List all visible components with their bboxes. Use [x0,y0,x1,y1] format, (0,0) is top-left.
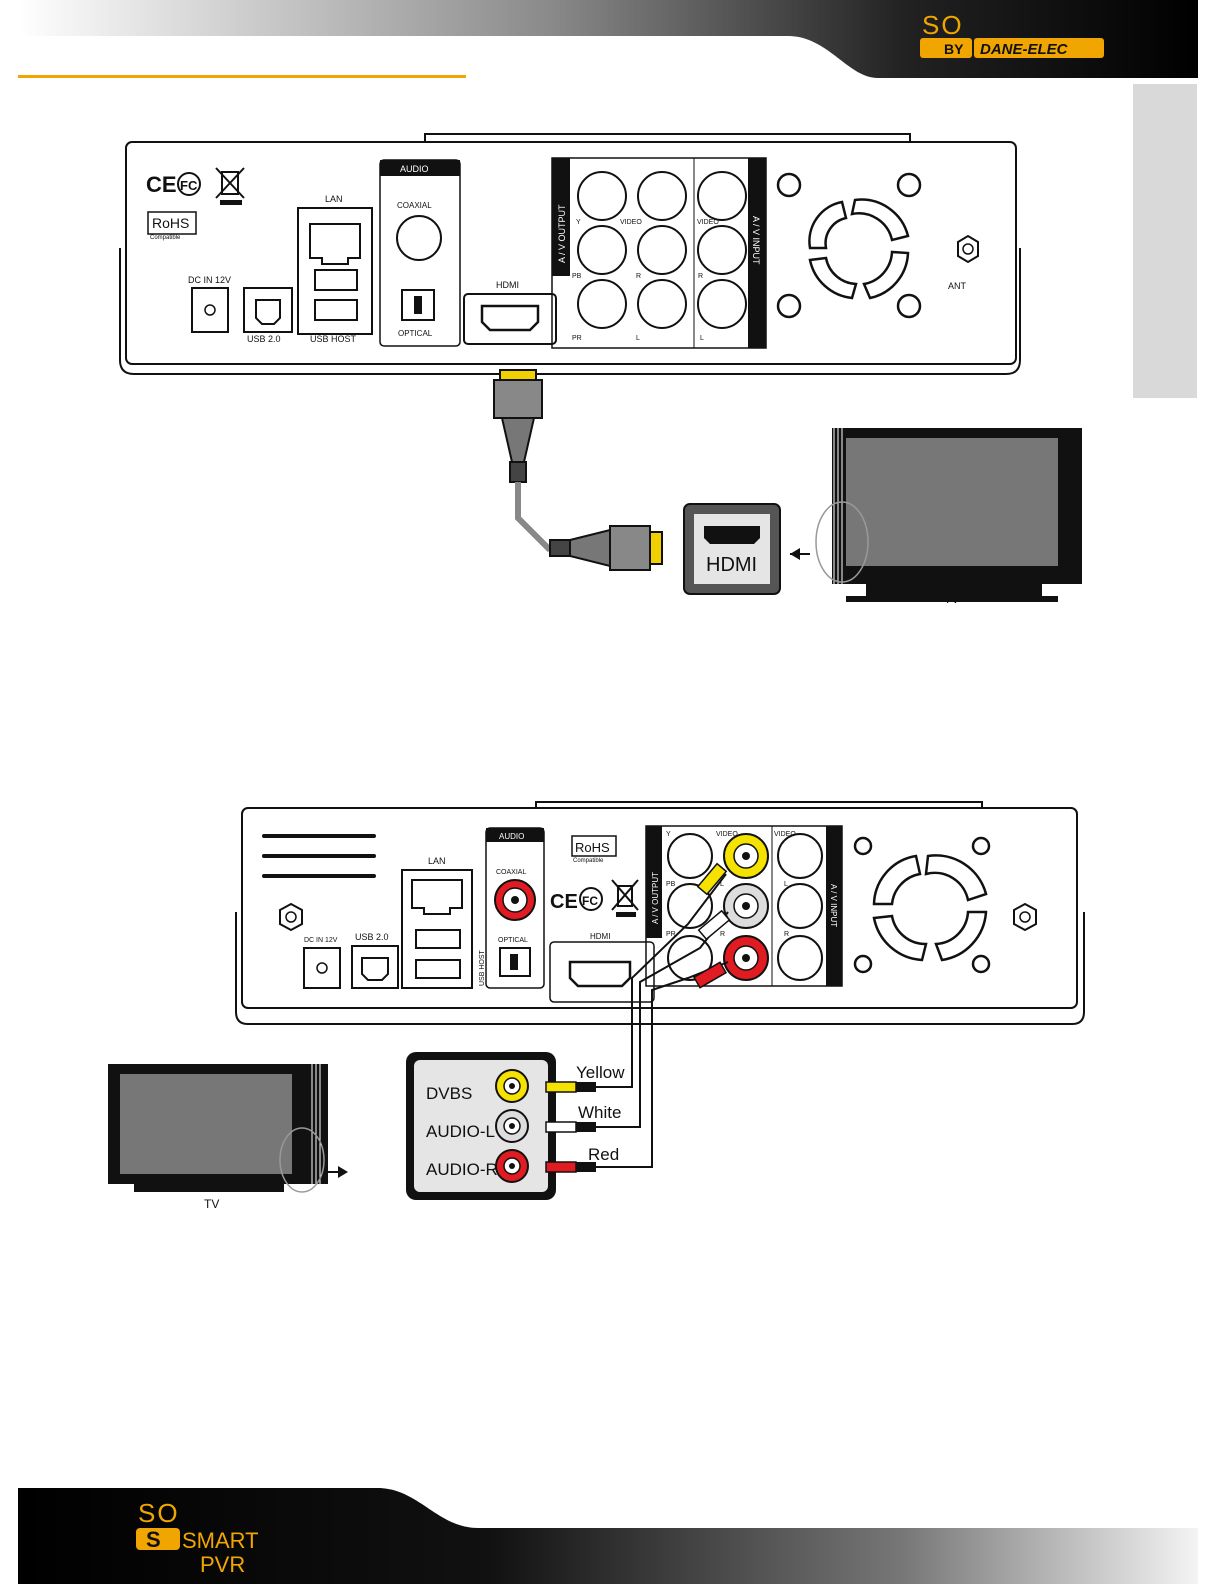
audio-label: AUDIO [400,164,429,174]
footer-logo: SO S SMART PVR [136,1498,259,1577]
tv-label: TV [204,1197,219,1211]
l-label: L [636,335,640,342]
header-logo-so: SO [922,10,964,40]
optical-label: OPTICAL [498,937,528,944]
pb-label: PB [572,273,582,280]
pr-label: PR [666,931,676,938]
dvbs-label: DVBS [426,1084,472,1103]
hdmi-port-label: HDMI [496,280,519,290]
rohs-mark: RoHS [575,840,610,855]
header-band [18,0,1198,78]
l-in-label: L [700,335,704,342]
pb-label: PB [666,881,676,888]
av-input-label: A / V INPUT [829,884,838,927]
weee-bin-icon [611,879,639,911]
hdmi-tv-label: HDMI [706,554,757,576]
tv-illustration [815,428,1082,602]
red-label: Red [588,1145,619,1164]
usb20-label: USB 2.0 [247,334,281,344]
video-label: VIDEO [716,831,738,838]
lan-label: LAN [428,856,446,866]
usb-host-label: USB HOST [310,334,357,344]
y-label: Y [576,219,581,226]
ce-mark: CE [146,172,177,197]
ant-connector-icon [279,902,303,932]
header-logo-by: BY [944,41,964,57]
dc-in-label: DC IN 12V [304,937,338,944]
audio-l-label: AUDIO-L [426,1122,495,1141]
weee-bin-icon [215,167,245,199]
optical-label: OPTICAL [398,329,433,338]
av-input-label: A / V INPUT [751,216,761,265]
r-in-label: R [784,931,789,938]
rohs-sub: Compatible [150,235,181,241]
audio-label: AUDIO [499,832,524,841]
side-tab [1133,84,1197,398]
header-rule [18,75,466,78]
fc-mark: FC [180,178,198,193]
footer-logo-s: S [146,1527,161,1552]
video-in-label: VIDEO [774,831,796,838]
coaxial-label: COAXIAL [397,201,432,210]
y-label: Y [666,831,671,838]
ce-mark: CE [550,891,578,913]
header-logo-brand: DANE-ELEC [980,41,1069,58]
av-output-label: A / V OUTPUT [557,204,567,263]
tv-label: TV [944,592,959,606]
composite-connection-diagram: DC IN 12V USB 2.0 LAN USB HOST AUDIO COA… [108,801,1085,1211]
hdmi-cable [493,369,663,571]
video-in-label: VIDEO [697,219,719,226]
footer-band [18,1488,1198,1584]
white-label: White [578,1103,621,1122]
r-label: R [720,931,725,938]
footer-logo-pvr: PVR [200,1552,245,1577]
r-in-label: R [698,273,703,280]
footer-logo-so: SO [138,1498,180,1528]
footer-logo-smart: SMART [182,1528,259,1553]
usb20-label: USB 2.0 [355,932,389,942]
fan-icon [853,836,991,974]
dc-in-label: DC IN 12V [188,275,231,285]
av-output-label: A / V OUTPUT [651,872,660,924]
usb-host-label: USB HOST [479,949,486,986]
fc-mark: FC [582,894,598,908]
rohs-mark: RoHS [152,215,189,231]
header-logo: SO BY DANE-ELEC [920,10,1104,58]
yellow-label: Yellow [576,1063,625,1082]
ant-label: ANT [948,281,967,291]
audio-r-label: AUDIO-R [426,1160,498,1179]
rohs-sub: Compatible [573,858,604,864]
hdmi-connection-diagram: CE FC RoHS Compatible DC IN 12V USB 2.0 … [119,133,1082,606]
l-label: L [720,881,724,888]
lan-label: LAN [325,194,343,204]
pr-label: PR [572,335,582,342]
coaxial-label: COAXIAL [496,869,526,876]
l-in-label: L [784,881,788,888]
ant-connector-icon [957,234,979,264]
video-label: VIDEO [620,219,642,226]
tv-illustration [108,1064,348,1193]
fan-icon [776,172,922,319]
r-label: R [636,273,641,280]
hdmi-port-label: HDMI [590,932,610,941]
